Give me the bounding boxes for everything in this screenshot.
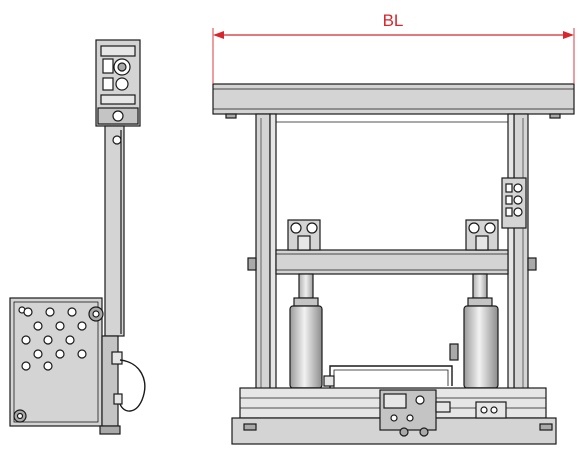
right-clevis (465, 219, 499, 251)
top-platform (212, 83, 575, 119)
left-hydraulic-cylinder (289, 273, 323, 397)
side-base-box (9, 297, 104, 427)
dimension-label: BL (383, 11, 404, 30)
right-upright (507, 113, 537, 421)
dimension-arrow-left (213, 31, 224, 39)
left-clevis (287, 219, 321, 251)
control-box (501, 177, 527, 229)
left-upright (247, 113, 277, 421)
hydraulic-pipe (322, 343, 459, 393)
pendant-control (95, 39, 141, 127)
dimension-bl: BL (212, 11, 575, 84)
front-view (212, 83, 575, 445)
right-hydraulic-cylinder (463, 273, 499, 397)
side-view (9, 39, 146, 435)
pendant-mast (104, 125, 125, 337)
side-bracket (99, 335, 146, 435)
pump-unit (379, 389, 507, 437)
dimension-arrow-right (563, 31, 574, 39)
cross-beam (275, 249, 509, 275)
